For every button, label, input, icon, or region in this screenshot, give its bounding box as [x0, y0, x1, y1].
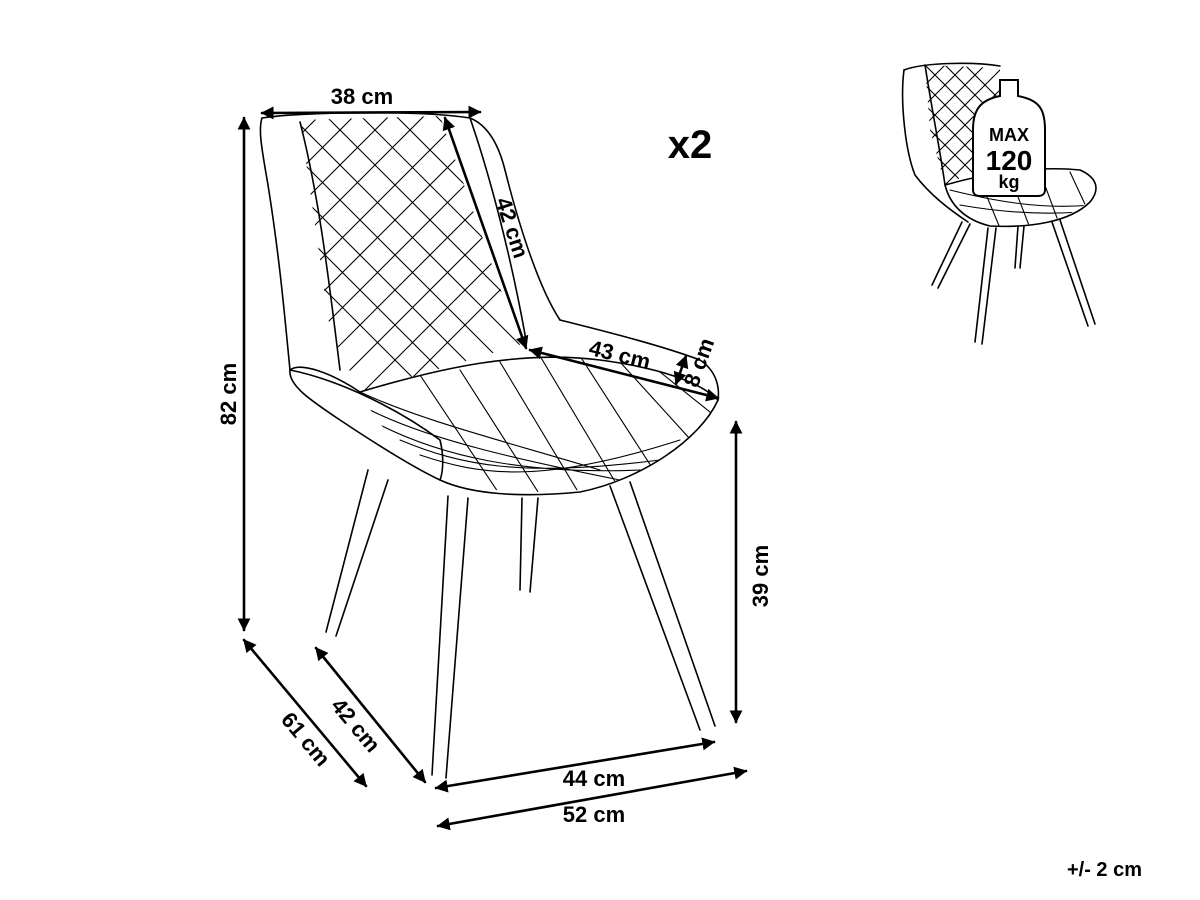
leg-back — [519, 497, 539, 593]
dimension-labels: 38 cm 42 cm 43 cm 8 cm 82 cm 39 cm 61 cm… — [216, 84, 773, 827]
leg-front-right — [609, 481, 716, 731]
seat-quilting — [360, 357, 718, 492]
quantity-label: x2 — [668, 123, 713, 167]
backrest-inner-edge — [299, 121, 341, 371]
dim-line-seat-depth — [528, 346, 720, 402]
dimension-lines — [237, 105, 748, 831]
tolerance-label: +/- 2 cm — [1067, 859, 1142, 881]
label-backrest-height: 42 cm — [491, 194, 534, 261]
label-seat-depth: 43 cm — [587, 335, 654, 374]
backrest-quilting — [300, 116, 520, 392]
dim-line-total-width — [436, 766, 748, 831]
max-load-line2: 120 — [986, 145, 1033, 176]
max-load-illustration: MAX 120 kg — [901, 62, 1097, 345]
label-total-width: 52 cm — [563, 802, 625, 827]
seat-outline — [289, 356, 719, 496]
dim-line-backrest-height — [442, 116, 529, 350]
max-load-line3: kg — [998, 172, 1019, 192]
label-total-height: 82 cm — [216, 363, 241, 425]
leg-front-center — [431, 495, 469, 779]
weight-icon — [972, 79, 1046, 197]
max-load-line1: MAX — [989, 125, 1029, 145]
dim-line-armrest-height — [673, 354, 689, 386]
label-leg-width: 44 cm — [563, 766, 625, 791]
label-armrest-height: 8 cm — [679, 335, 720, 391]
label-seat-height: 39 cm — [748, 545, 773, 607]
leg-front-left — [325, 469, 389, 637]
armrest-left — [289, 369, 444, 481]
label-backrest-width: 38 cm — [331, 84, 393, 109]
main-chair — [259, 111, 720, 779]
dim-line-backrest-width — [260, 105, 482, 120]
dim-line-leg-depth — [314, 646, 427, 784]
